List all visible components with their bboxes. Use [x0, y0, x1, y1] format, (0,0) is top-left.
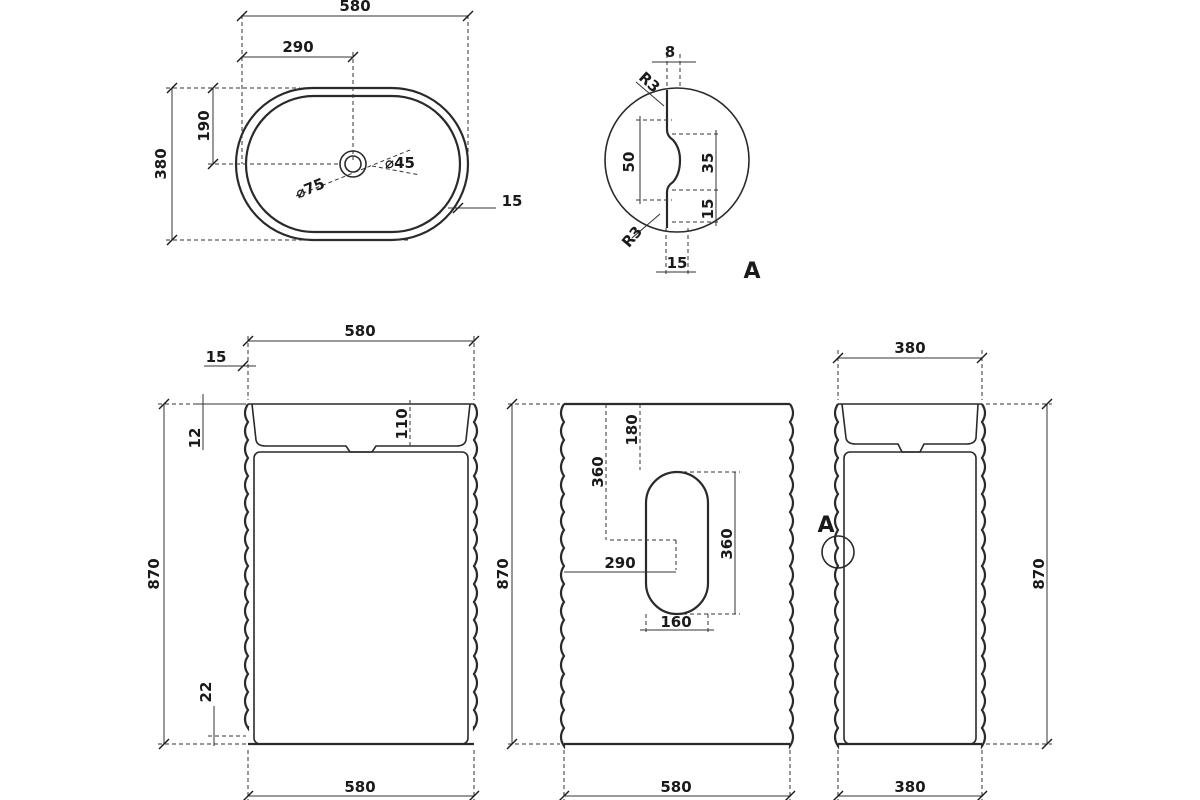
- back-hole-width-label: 160: [660, 613, 691, 631]
- back-access-hole: [644, 470, 710, 616]
- front-height-label: 870: [145, 558, 163, 589]
- center-offset-label: 290: [282, 38, 313, 56]
- side-bottom-width-label: 380: [894, 778, 925, 796]
- outer-diameter-label: ⌀75: [293, 174, 327, 202]
- side-body: [843, 451, 977, 745]
- detail-top-label: 8: [665, 43, 675, 61]
- radius-bottom-label: R3: [618, 223, 646, 251]
- back-view: 360 180 290 360 160 870 580: [494, 398, 796, 800]
- back-left-wavy-edge: [559, 403, 566, 750]
- back-hole-top-label: 180: [623, 414, 641, 445]
- groove-inner-label: 35: [699, 153, 717, 174]
- side-left-wavy-edge: [833, 403, 840, 750]
- front-bowl: [251, 403, 471, 453]
- drain-outer: [339, 150, 367, 178]
- detail-width-label: 15: [667, 254, 688, 272]
- back-height-label: 870: [494, 558, 512, 589]
- back-hole-height-label: 360: [718, 528, 736, 559]
- drain-inner: [344, 155, 362, 173]
- front-body: [253, 451, 469, 745]
- inner-diameter-label: ⌀45: [385, 154, 415, 172]
- detail-a: 8 R3 R3 50 35 15 15 A: [604, 43, 761, 284]
- front-base-label: 22: [197, 682, 215, 703]
- groove-lower-label: 15: [699, 199, 717, 220]
- side-detail-letter: A: [817, 513, 834, 538]
- front-bottom-width-label: 580: [344, 778, 375, 796]
- radius-top-label: R3: [635, 68, 663, 96]
- side-detail-circle: [821, 535, 855, 569]
- side-bowl: [841, 403, 979, 453]
- side-right-wavy-edge: [980, 403, 987, 750]
- back-right-wavy-edge: [788, 403, 795, 750]
- detail-letter: A: [743, 259, 760, 284]
- front-view: 580 15 110 12 870 22 580: [145, 322, 480, 800]
- back-bottom-width-label: 580: [660, 778, 691, 796]
- front-wall-label: 15: [206, 348, 227, 366]
- back-center-label: 290: [604, 554, 635, 572]
- side-height-label: 870: [1030, 558, 1048, 589]
- side-view: A 380 870 380: [817, 339, 1053, 800]
- front-left-wavy-edge: [243, 403, 250, 732]
- detail-circle: [604, 87, 750, 233]
- front-top-width-label: 580: [344, 322, 375, 340]
- front-right-wavy-edge: [472, 403, 479, 732]
- side-top-width-label: 380: [894, 339, 925, 357]
- top-view: 580 290 380 190 ⌀75 ⌀45 15: [152, 0, 523, 246]
- top-width-label: 580: [339, 0, 370, 15]
- groove-height-label: 50: [620, 152, 638, 173]
- front-bowl-depth-label: 110: [393, 408, 411, 439]
- back-hole-top-total-label: 360: [589, 456, 607, 487]
- detail-profile: [665, 90, 682, 228]
- front-bowl-bottom-label: 12: [186, 428, 204, 449]
- rim-label: 15: [502, 192, 523, 210]
- drain-offset-label: 190: [195, 110, 213, 141]
- height-label: 380: [152, 148, 170, 179]
